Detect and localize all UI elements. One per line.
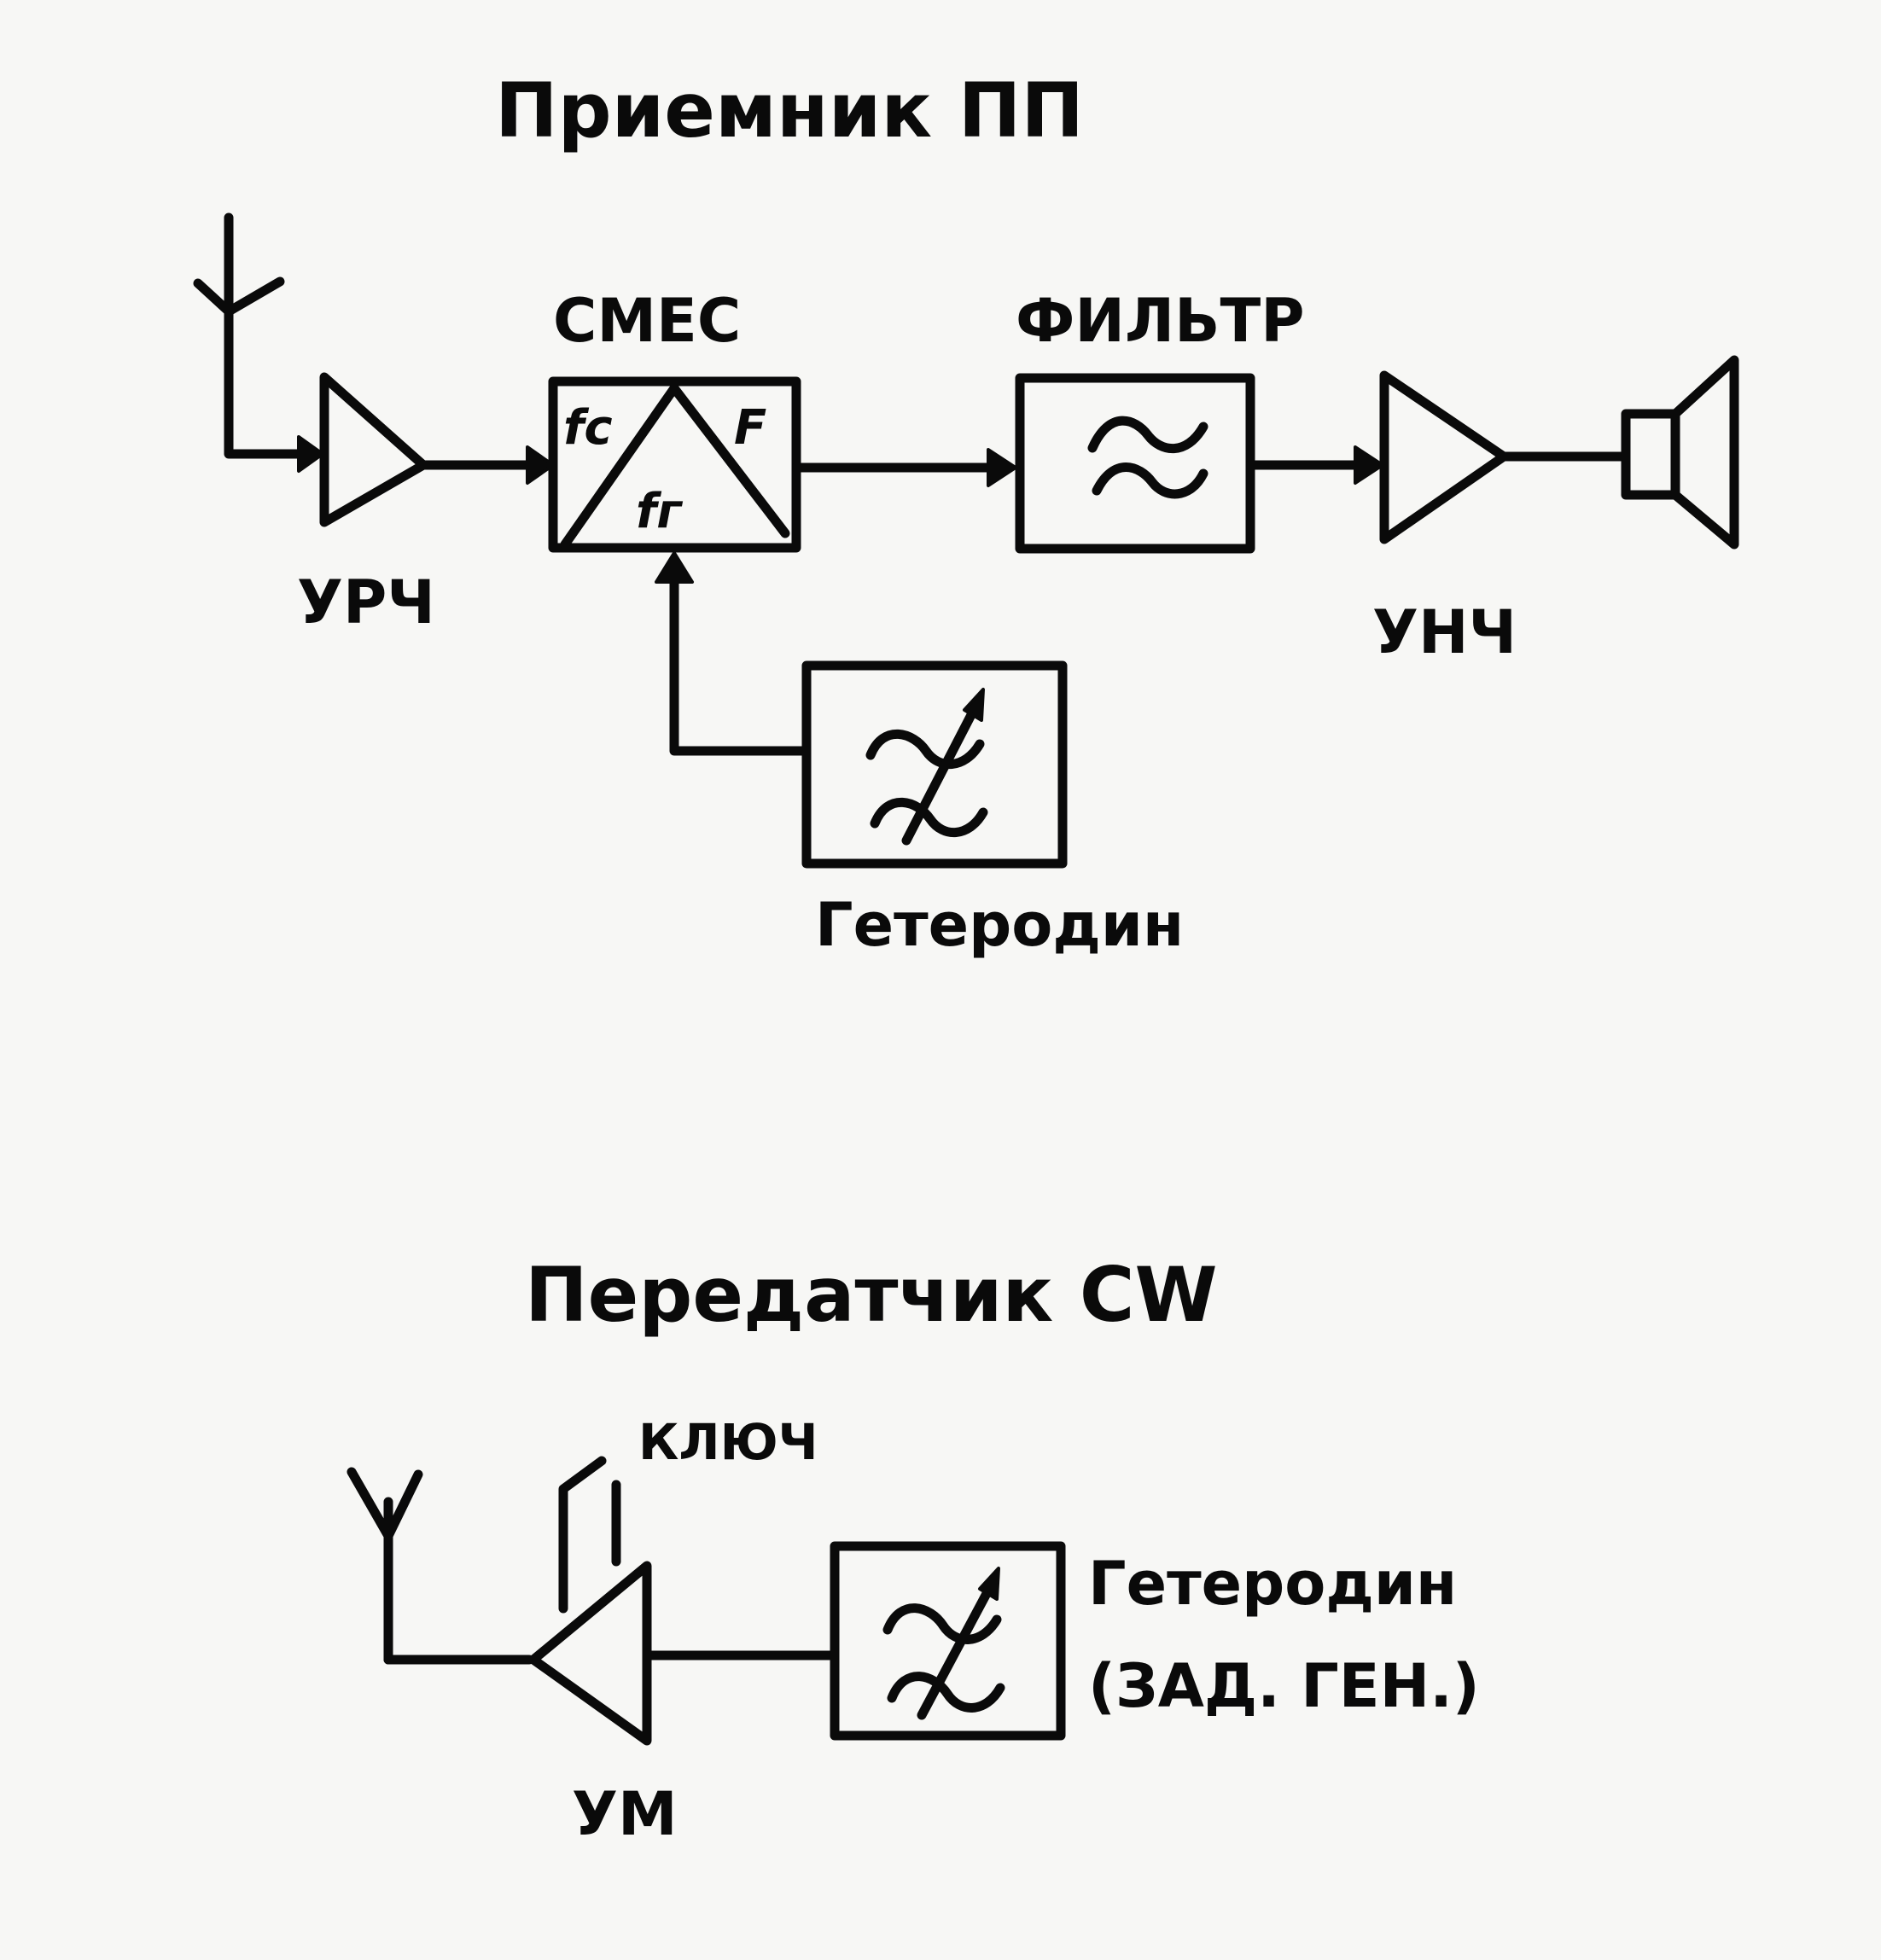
- receiver-lo-label: Гетеродин: [815, 890, 1184, 960]
- receiver-lo-tuning-arrow-icon: [901, 703, 980, 846]
- power-amplifier-label: УМ: [572, 1779, 678, 1849]
- mixer-f-label: F: [734, 400, 766, 456]
- transmitter-lo-tuning-arrow-icon: [917, 1582, 995, 1720]
- power-amplifier-icon: [528, 1561, 652, 1746]
- antenna-to-rf-amp-arrow: [224, 311, 324, 473]
- rf-amplifier-icon: [319, 372, 428, 527]
- af-amplifier-label: УНЧ: [1372, 597, 1517, 667]
- receiver-title: Приемник ПП: [495, 67, 1084, 154]
- mixer-block: fc fг F: [548, 376, 801, 553]
- filter-block: [1015, 373, 1255, 554]
- mixer-to-filter-arrow: [791, 448, 1017, 487]
- receiver-lo-block: [801, 660, 1068, 869]
- filter-to-af-amp-arrow: [1245, 445, 1384, 485]
- receiver-antenna-icon: [193, 212, 285, 321]
- mixer-fc-label: fc: [563, 400, 613, 456]
- transmitter-lo-block: [830, 1541, 1066, 1741]
- transmitter-title: Передатчик CW: [525, 1251, 1218, 1339]
- filter-label: ФИЛЬТР: [1016, 286, 1305, 356]
- transmitter-lo-wave-bottom-icon: [887, 1672, 1005, 1713]
- transmitter-antenna-icon: [346, 1467, 423, 1665]
- rf-amplifier-label: УРЧ: [297, 567, 435, 637]
- mixer-label: СМЕС: [553, 286, 741, 356]
- filter-wave-top-icon: [1087, 416, 1208, 454]
- receiver-lo-wave-bottom-icon: [870, 797, 988, 837]
- af-amplifier-icon: [1379, 370, 1509, 544]
- key-switch-icon: [558, 1456, 621, 1614]
- key-label: КЛЮЧ: [638, 1413, 818, 1471]
- transmitter-lo-sublabel: (ЗАД. ГЕН.): [1088, 1651, 1480, 1721]
- receiver-lo-wave-top-icon: [865, 729, 985, 769]
- rf-amp-to-mixer-arrow: [418, 445, 555, 485]
- transmitter-lo-wave-top-icon: [882, 1603, 1002, 1644]
- lo-to-mixer-arrow: [655, 551, 812, 756]
- mixer-fg-label: fг: [636, 484, 683, 539]
- speaker-icon: [1621, 355, 1739, 550]
- transmitter-lo-label: Гетеродин: [1088, 1549, 1457, 1619]
- filter-wave-bottom-icon: [1092, 462, 1208, 499]
